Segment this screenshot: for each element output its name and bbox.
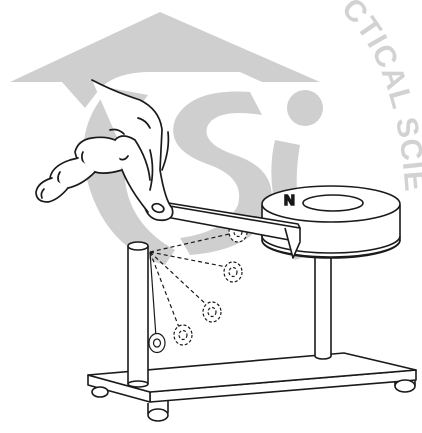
pendulum-post bbox=[128, 242, 148, 387]
pendulum-ring bbox=[203, 302, 221, 322]
base-foot bbox=[148, 409, 168, 421]
watermark-dot bbox=[287, 90, 323, 126]
pendulum-ring bbox=[224, 262, 242, 282]
magnet-support-post bbox=[315, 245, 331, 359]
base-foot bbox=[92, 387, 108, 397]
magnet-center-hole bbox=[303, 195, 363, 211]
pendulum-ring bbox=[174, 325, 192, 345]
base-foot bbox=[395, 380, 415, 392]
pendulum-ring-rest bbox=[149, 334, 165, 353]
post-top bbox=[128, 242, 148, 250]
north-pole-label: N bbox=[284, 192, 295, 209]
watermark-arrow bbox=[10, 12, 320, 108]
